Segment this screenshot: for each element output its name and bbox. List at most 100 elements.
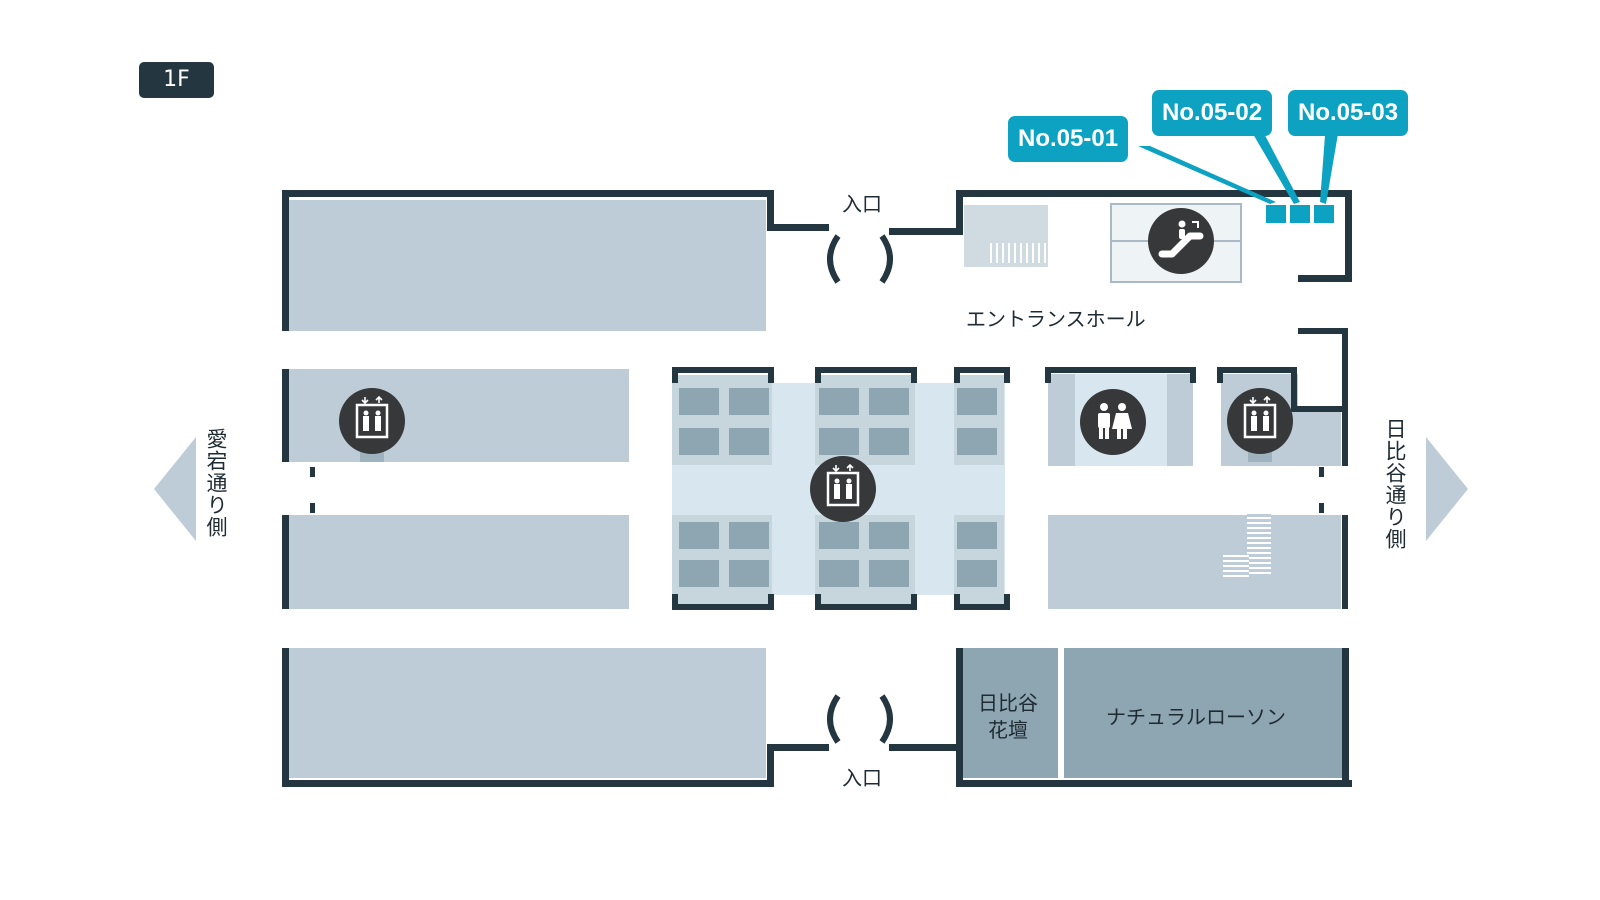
wall <box>282 515 289 609</box>
flower-shop <box>963 648 1058 778</box>
core-cell <box>957 388 997 415</box>
core-cell <box>869 560 909 587</box>
core-cell <box>679 428 719 455</box>
arrow-left-icon <box>154 437 196 541</box>
wall <box>1319 467 1324 477</box>
wall <box>1190 367 1196 383</box>
wall <box>1342 515 1348 609</box>
core-cell <box>679 560 719 587</box>
wall <box>1298 275 1352 282</box>
restroom-icon <box>1080 389 1146 455</box>
wall <box>815 594 821 610</box>
wall <box>672 367 678 383</box>
core-cell <box>679 522 719 549</box>
core-cell <box>679 388 719 415</box>
wall <box>954 604 1010 610</box>
wall <box>768 594 774 610</box>
wall <box>282 190 774 197</box>
wall <box>1291 367 1297 412</box>
core-cell <box>869 428 909 455</box>
wall <box>956 190 1352 197</box>
door-bottom <box>827 694 893 744</box>
marker-05-01[interactable]: No.05-01 <box>1008 116 1129 162</box>
wall <box>282 190 289 331</box>
wall <box>767 224 829 231</box>
unit-05-03[interactable] <box>1314 205 1334 223</box>
wall <box>672 604 774 610</box>
wall <box>767 744 774 787</box>
wall <box>889 744 963 751</box>
unit-05-02[interactable] <box>1290 205 1310 223</box>
corridor-right <box>1298 374 1341 412</box>
unit-05-01[interactable] <box>1266 205 1286 223</box>
core-cell <box>819 428 859 455</box>
wall <box>310 467 315 477</box>
wall <box>911 367 917 383</box>
wall <box>282 369 289 462</box>
wall <box>1217 367 1223 383</box>
wall <box>815 367 917 373</box>
wall <box>282 780 774 787</box>
wall <box>1217 367 1293 373</box>
room-mid-right-bottom <box>1048 515 1341 609</box>
marker-05-02[interactable]: No.05-02 <box>1152 90 1273 136</box>
core-cell <box>729 388 769 415</box>
wall <box>954 594 960 610</box>
stairs-right <box>1247 512 1271 577</box>
flower-shop-label-2: 花壇 <box>988 718 1028 742</box>
wall <box>956 648 963 787</box>
wall <box>889 228 963 235</box>
wall <box>282 648 289 787</box>
wall <box>1298 328 1348 334</box>
left-street-label: 愛宕通り側 <box>204 428 229 538</box>
convenience-store <box>1064 648 1342 778</box>
room-mid-left-bottom <box>289 515 629 609</box>
elevator-icon-right <box>1227 388 1293 454</box>
room-bottom-left <box>289 648 766 778</box>
wall <box>954 367 1010 373</box>
wall <box>672 367 774 373</box>
core-cell <box>869 388 909 415</box>
entrance-bottom-label: 入口 <box>842 766 882 790</box>
wall <box>310 503 315 513</box>
elevator-icon <box>339 388 405 454</box>
wall <box>1004 367 1010 383</box>
core-cell <box>819 522 859 549</box>
wall <box>1045 367 1051 383</box>
entrance-hall-label: エントランスホール <box>966 307 1146 331</box>
core-cell <box>729 428 769 455</box>
floor-badge: 1F <box>139 62 214 98</box>
wall <box>956 190 963 235</box>
convenience-store-label: ナチュラルローソン <box>1106 705 1286 729</box>
core-cell <box>729 522 769 549</box>
wall <box>956 780 1352 787</box>
wall <box>1342 328 1348 466</box>
wall <box>1345 190 1352 282</box>
wall <box>815 604 917 610</box>
wall <box>672 594 678 610</box>
door-top <box>827 234 893 284</box>
wall <box>767 190 774 228</box>
wall <box>768 367 774 383</box>
wall <box>1319 503 1324 513</box>
wall <box>911 594 917 610</box>
stairs-right-lower <box>1223 555 1249 577</box>
core-cell <box>957 560 997 587</box>
wall <box>1342 648 1349 787</box>
wall <box>815 367 821 383</box>
flower-shop-label-1: 日比谷 <box>978 691 1038 715</box>
wall <box>954 367 960 383</box>
entrance-top-label: 入口 <box>842 192 882 216</box>
core-cell <box>819 388 859 415</box>
escalator-icon <box>1148 208 1214 274</box>
stairs <box>990 243 1048 263</box>
marker-05-03[interactable]: No.05-03 <box>1288 90 1409 136</box>
right-street-label: 日比谷通り側 <box>1383 418 1408 550</box>
core-cell <box>819 560 859 587</box>
core-cell <box>957 522 997 549</box>
core-cell <box>729 560 769 587</box>
room-top-left <box>289 200 766 331</box>
arrow-right-icon <box>1426 437 1468 541</box>
wall <box>1291 406 1347 412</box>
